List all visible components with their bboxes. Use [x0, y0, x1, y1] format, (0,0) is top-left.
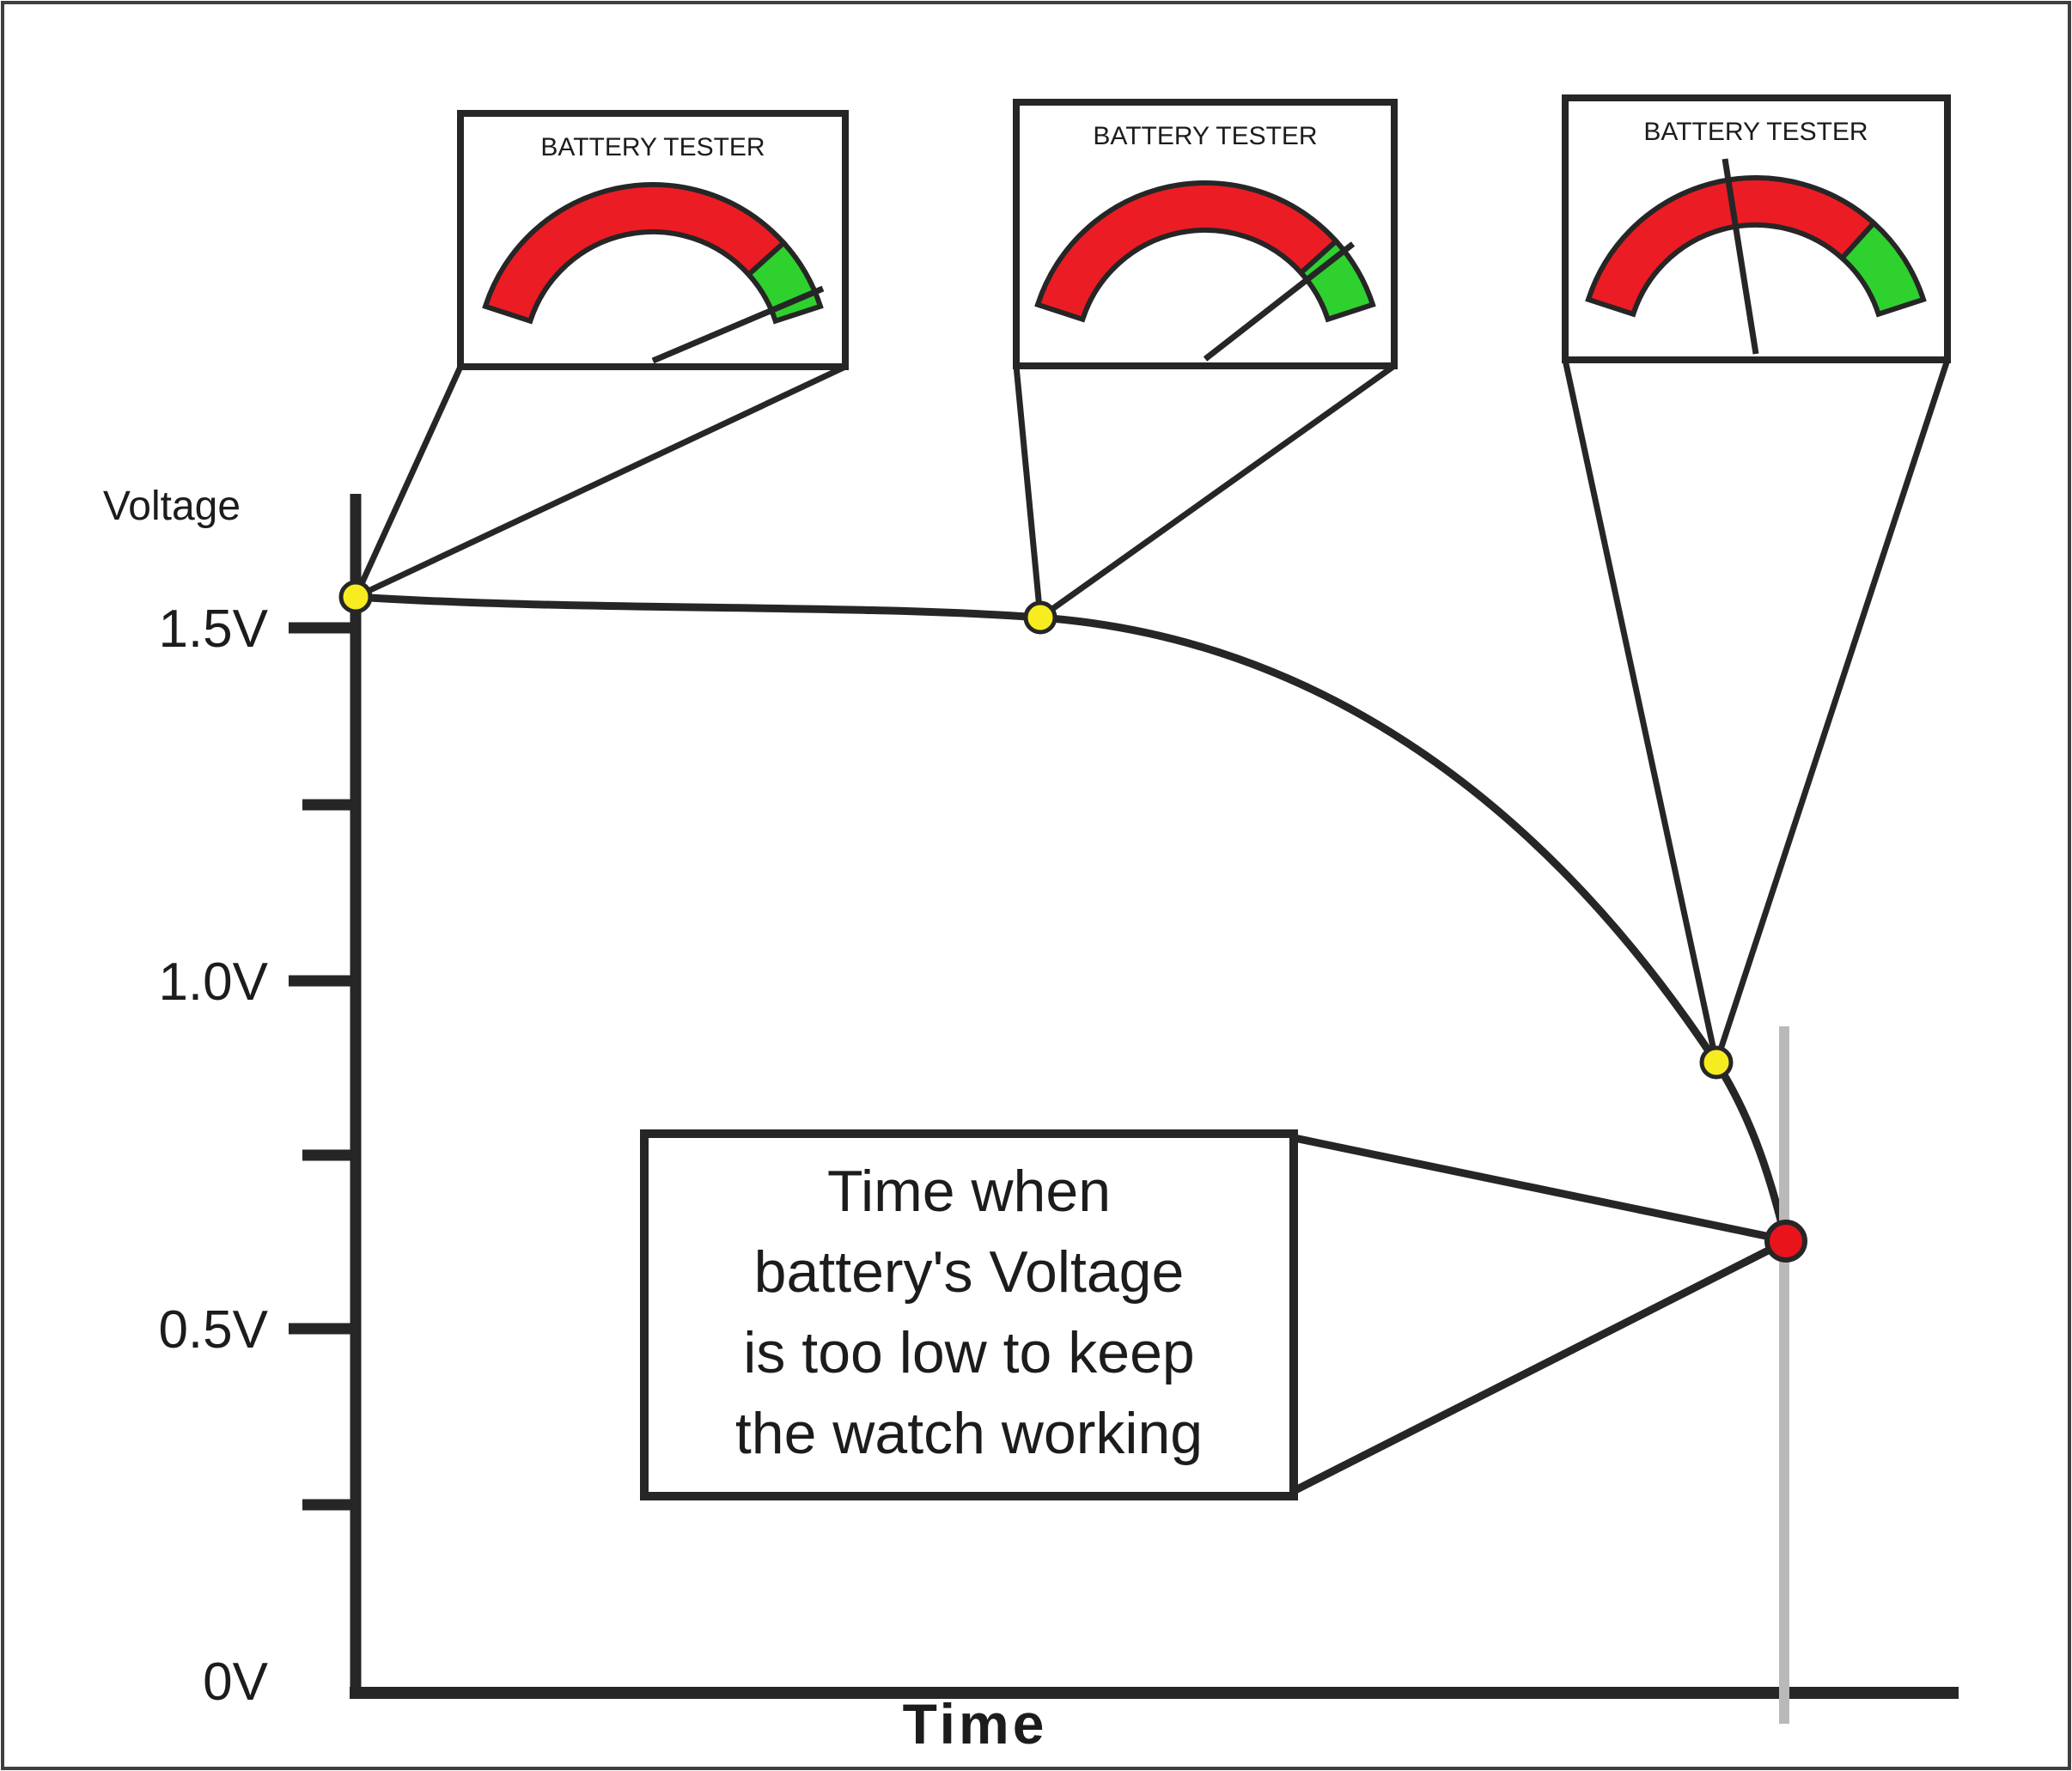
meter1-red-zone — [482, 182, 788, 325]
x-axis-title: Time — [903, 1692, 1048, 1756]
y-axis-title: Voltage — [103, 484, 241, 529]
meter2-red-zone — [1034, 180, 1340, 323]
discharge-curve — [355, 593, 1790, 1243]
data-point-low — [1699, 1045, 1734, 1080]
callout-pointer-bottom — [1288, 1241, 1781, 1497]
tick-label-1-5v: 1.5V — [158, 599, 268, 659]
connector-meter3-left — [1562, 359, 1720, 1063]
meter3-needle — [1722, 158, 1759, 355]
meter1-green-zone — [745, 239, 824, 325]
connector-meter3-right — [1713, 358, 1951, 1064]
battery-tester-meter-2: BATTERY TESTER — [1013, 99, 1398, 369]
connector-meter1-right — [354, 363, 847, 600]
callout-text-line1: Time when — [827, 1159, 1111, 1224]
meter2-needle — [1203, 241, 1356, 362]
meter3-green-zone — [1838, 219, 1927, 318]
connector-meter2-left — [1013, 365, 1044, 618]
connector-meter2-right — [1038, 363, 1397, 620]
callout-pointer-top — [1289, 1133, 1779, 1243]
meter2-title: BATTERY TESTER — [1093, 122, 1317, 150]
battery-tester-meter-1: BATTERY TESTER — [457, 110, 849, 370]
meter3-title: BATTERY TESTER — [1643, 118, 1868, 146]
axes — [289, 494, 1959, 1699]
callout-text-line3: is too low to keep — [743, 1320, 1194, 1385]
meter1-needle — [651, 285, 825, 364]
callout-box — [640, 1129, 1298, 1500]
connector-meter1-left — [352, 365, 464, 599]
battery-tester-meter-3: BATTERY TESTER — [1562, 94, 1951, 363]
data-point-cutoff — [1764, 1220, 1807, 1263]
callout-text-line2: battery's Voltage — [754, 1239, 1185, 1305]
meter-connector-lines — [352, 358, 1951, 1064]
callout: Time when battery's Voltage is too low t… — [640, 1129, 1298, 1500]
tick-label-1-0v: 1.0V — [158, 952, 268, 1012]
meter3-red-zone — [1585, 175, 1878, 318]
tick-label-0-5v: 0.5V — [158, 1300, 268, 1360]
tick-label-0v: 0V — [203, 1652, 268, 1712]
meter1-title: BATTERY TESTER — [540, 133, 765, 161]
callout-text-line4: the watch working — [735, 1401, 1203, 1466]
data-point-fresh — [338, 580, 373, 614]
data-point-mid — [1023, 600, 1057, 635]
